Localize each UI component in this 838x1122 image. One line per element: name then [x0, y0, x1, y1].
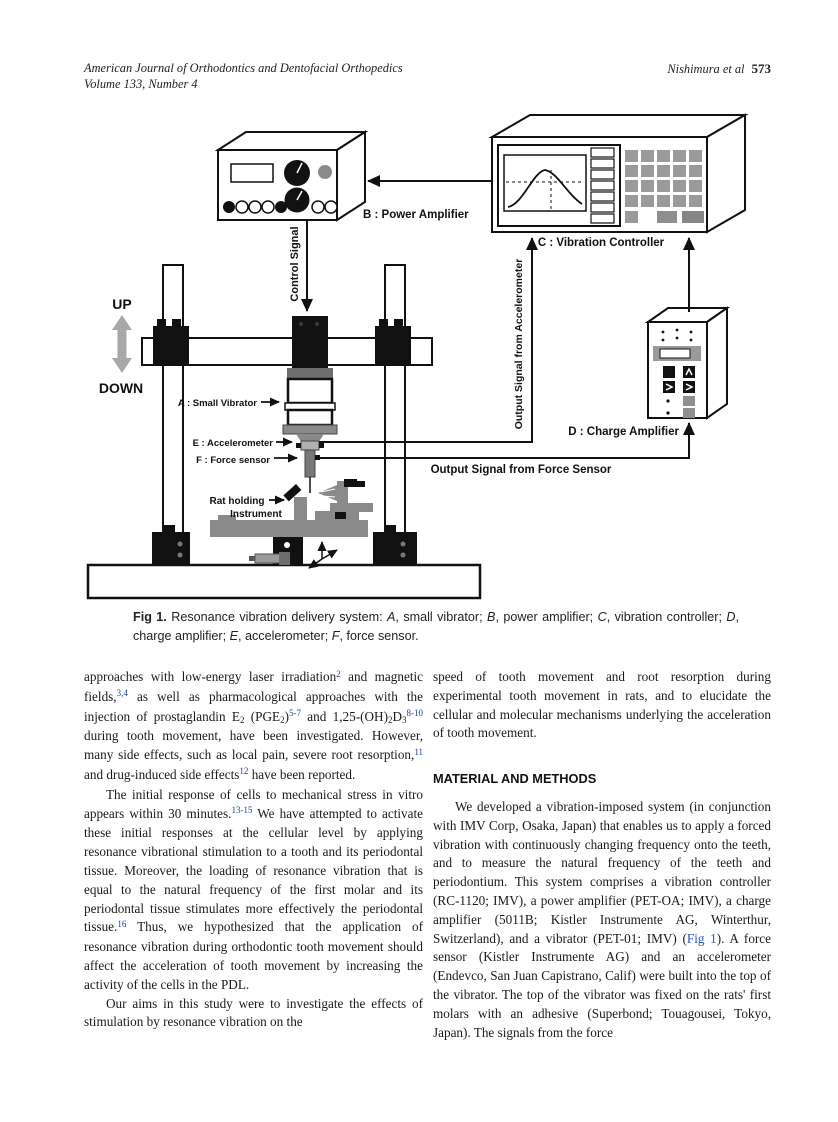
rat-holding-label-2: Instrument	[230, 509, 282, 520]
rat-holding-label-1: Rat holding	[210, 496, 265, 507]
charge-amplifier-label: D : Charge Amplifier	[568, 426, 679, 438]
paragraph: We developed a vibration-imposed system …	[433, 798, 772, 1040]
vibrator-assembly	[282, 316, 338, 493]
vibration-controller-box	[488, 113, 749, 234]
down-label: DOWN	[99, 380, 143, 396]
stand-frame	[86, 264, 482, 600]
up-label: UP	[112, 296, 131, 312]
accelerometer-label: E : Accelerometer	[193, 438, 274, 449]
accelerometer-signal-line	[319, 237, 538, 443]
power-amplifier-label: B : Power Amplifier	[363, 209, 469, 221]
figure-diagram: UP DOWN	[86, 113, 749, 600]
small-vibrator-label: A : Small Vibrator	[178, 398, 257, 409]
up-down-indicator: UP DOWN	[99, 296, 143, 396]
figure-caption: Fig 1. Resonance vibration delivery syst…	[133, 610, 739, 643]
author-citation: Nishimura et al	[667, 62, 745, 76]
force-sensor-label: F : Force sensor	[196, 455, 270, 466]
force-signal-line	[319, 422, 695, 459]
signal-lines	[301, 175, 695, 459]
base-plate	[86, 563, 482, 600]
control-signal-label: Control Signal	[289, 226, 301, 301]
charge-amplifier-box	[644, 306, 731, 420]
keypad-buttons	[625, 150, 704, 223]
output-accelerometer-label: Output Signal from Accelerometer	[513, 259, 525, 430]
paragraph: Our aims in this study were to investiga…	[84, 995, 423, 1030]
section-heading: MATERIAL AND METHODS	[433, 771, 597, 787]
xyz-axes-icon	[308, 541, 338, 569]
right-column: speed of tooth movement and root resorpt…	[433, 668, 771, 1042]
paragraph: speed of tooth movement and root resorpt…	[433, 669, 771, 741]
left-column: approaches with low-energy laser irradia…	[84, 668, 423, 1032]
rat-holding-instrument	[210, 479, 373, 569]
output-force-label: Output Signal from Force Sensor	[431, 464, 612, 476]
paragraph: approaches with low-energy laser irradia…	[84, 668, 424, 782]
power-amplifier-box	[214, 130, 369, 222]
page-number: 573	[751, 61, 772, 76]
running-head-left: American Journal of Orthodontics and Den…	[84, 61, 403, 92]
journal-volume: Volume 133, Number 4	[84, 76, 198, 91]
up-down-arrow-icon	[112, 315, 132, 373]
paragraph: The initial response of cells to mechani…	[84, 786, 423, 992]
vibration-controller-label: C : Vibration Controller	[538, 237, 665, 249]
running-head-right: Nishimura et al 573	[667, 61, 771, 77]
journal-title: American Journal of Orthodontics and Den…	[84, 61, 403, 75]
